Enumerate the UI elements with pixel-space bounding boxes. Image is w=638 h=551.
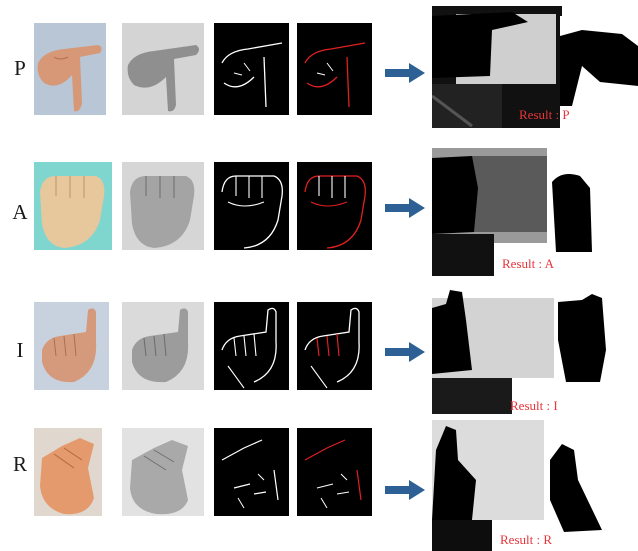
edge-highlight-image bbox=[297, 162, 372, 250]
grayscale-hand-image bbox=[122, 162, 204, 250]
row-letter: I bbox=[8, 338, 32, 363]
row-p: P bbox=[0, 18, 638, 148]
original-hand-image bbox=[34, 162, 112, 250]
edge-detection-image bbox=[214, 162, 289, 250]
result-label: Result : I bbox=[510, 398, 558, 414]
row-letter: A bbox=[8, 200, 32, 225]
result-collage: Result : P bbox=[432, 6, 638, 128]
result-label: Result : R bbox=[500, 532, 552, 548]
result-collage: Result : I bbox=[432, 290, 618, 414]
row-r: R bbox=[0, 420, 638, 550]
result-collage: Result : A bbox=[432, 148, 602, 276]
arrow-icon bbox=[385, 342, 425, 362]
edge-detection-image bbox=[214, 428, 289, 516]
grayscale-hand-image bbox=[122, 23, 204, 115]
row-letter: P bbox=[8, 56, 32, 81]
result-label: Result : P bbox=[519, 107, 570, 123]
row-a: A bbox=[0, 150, 638, 280]
edge-highlight-image bbox=[297, 23, 372, 115]
row-i: I bbox=[0, 290, 638, 420]
original-hand-image bbox=[34, 302, 109, 390]
arrow-icon bbox=[385, 480, 425, 500]
edge-detection-image bbox=[214, 302, 289, 390]
original-hand-image bbox=[34, 23, 106, 115]
grayscale-hand-image bbox=[122, 302, 204, 390]
result-collage: Result : R bbox=[432, 420, 608, 551]
grayscale-hand-image bbox=[122, 428, 204, 516]
row-letter: R bbox=[8, 452, 32, 477]
arrow-icon bbox=[385, 63, 425, 83]
edge-detection-image bbox=[214, 23, 289, 115]
edge-highlight-image bbox=[297, 428, 372, 516]
arrow-icon bbox=[385, 198, 425, 218]
edge-highlight-image bbox=[297, 302, 372, 390]
result-label: Result : A bbox=[502, 256, 554, 272]
original-hand-image bbox=[34, 428, 102, 516]
